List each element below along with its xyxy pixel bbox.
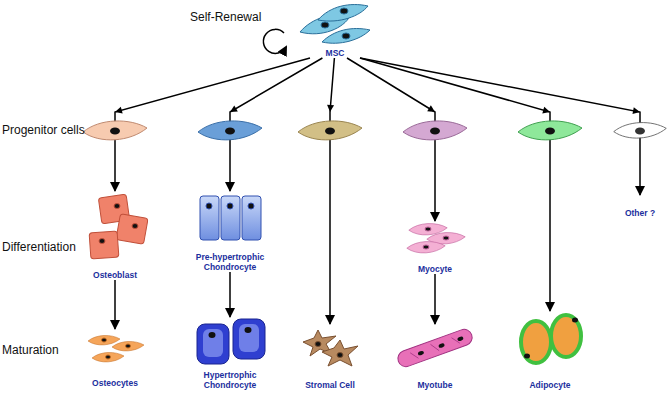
differentiation-arrow bbox=[114, 280, 116, 329]
self-renewal-label: Self-Renewal bbox=[190, 10, 261, 24]
cell-node: Other ? bbox=[612, 196, 668, 218]
cell-node: MSC bbox=[295, 0, 375, 58]
hypertrophic-chondrocytes bbox=[197, 319, 265, 364]
cell-node: Osteocytes bbox=[80, 330, 150, 388]
cell-node: Osteoblast bbox=[80, 192, 150, 280]
differentiation-arrow bbox=[330, 58, 334, 324]
row-label: Differentiation bbox=[2, 240, 76, 254]
cell-label: Myotube bbox=[418, 380, 453, 390]
cell-label: Stromal Cell bbox=[305, 380, 355, 390]
cell-label: Adipocyte bbox=[529, 380, 570, 390]
differentiation-arrow bbox=[360, 58, 640, 195]
cell-label: Pre-hypertrophic Chondrocyte bbox=[183, 252, 277, 272]
row-label: Progenitor cells bbox=[2, 123, 85, 137]
cell-node: Myotube bbox=[395, 325, 475, 390]
cell-label: Myocyte bbox=[418, 264, 452, 274]
cell-node: Hypertrophic Chondrocyte bbox=[183, 318, 277, 390]
progenitor-cells bbox=[83, 121, 666, 140]
cell-label: Hypertrophic Chondrocyte bbox=[183, 370, 277, 390]
row-label: Maturation bbox=[2, 343, 59, 357]
cell-label: Osteoblast bbox=[93, 270, 137, 280]
cell-label: Osteocytes bbox=[92, 378, 138, 388]
cell-node: Adipocyte bbox=[510, 312, 590, 390]
msc-cells bbox=[300, 5, 370, 44]
differentiation-arrow bbox=[115, 58, 310, 191]
differentiation-arrow bbox=[434, 274, 436, 324]
adipocyte-cells bbox=[521, 315, 581, 363]
differentiation-arrow bbox=[360, 58, 550, 311]
cell-node: Myocyte bbox=[400, 222, 470, 274]
renewal-arrow bbox=[263, 29, 286, 53]
osteocyte-cells bbox=[88, 335, 144, 361]
cell-node: Pre-hypertrophic Chondrocyte bbox=[183, 192, 277, 272]
osteoblast-cells bbox=[89, 194, 148, 259]
cell-label: Other ? bbox=[625, 208, 655, 218]
cell-node: Stromal Cell bbox=[295, 325, 365, 390]
differentiation-arrow bbox=[229, 272, 231, 317]
cell-label: MSC bbox=[326, 48, 345, 58]
myotube bbox=[396, 327, 475, 369]
stromal-cells bbox=[303, 330, 358, 366]
prehypertrophic-chondrocytes bbox=[200, 196, 261, 240]
myocyte-cells bbox=[407, 224, 465, 253]
